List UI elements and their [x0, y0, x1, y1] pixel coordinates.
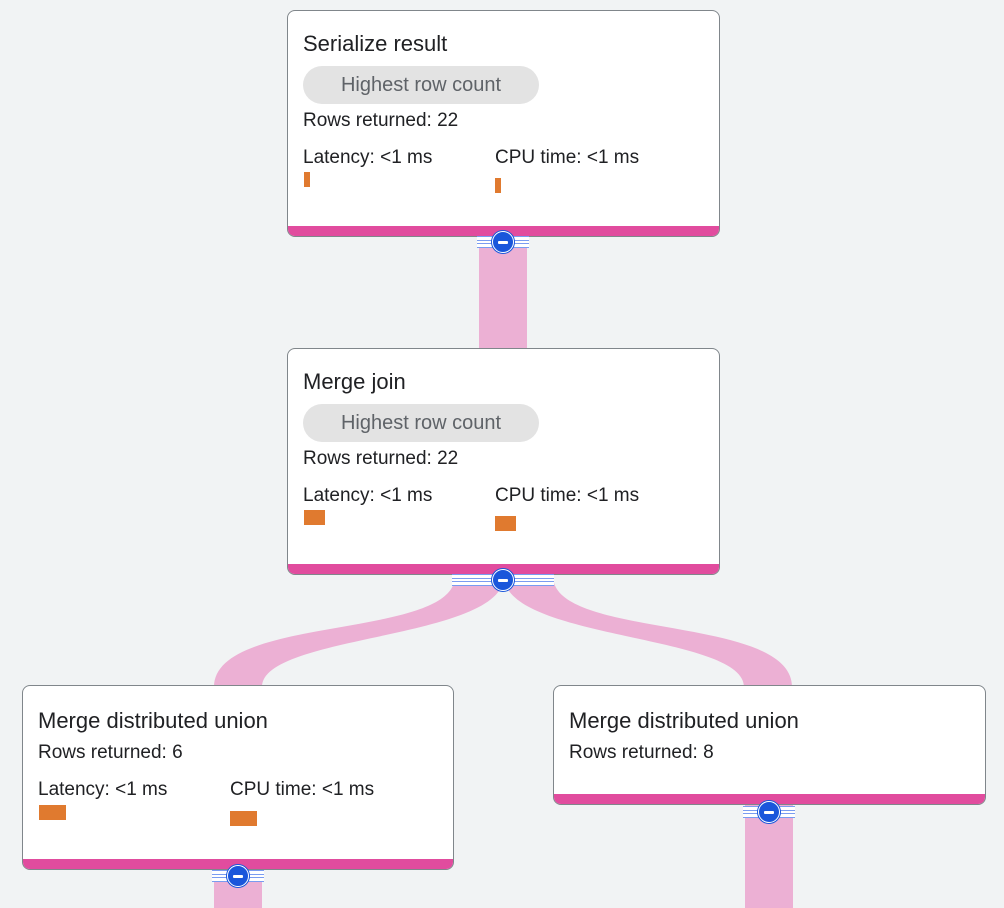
minus-circle-icon — [492, 231, 514, 253]
cpu-time-bar — [230, 811, 257, 826]
highest-row-count-badge: Highest row count — [303, 404, 539, 442]
cpu-time-bar — [495, 516, 516, 531]
rows-returned: Rows returned: 8 — [569, 742, 714, 763]
latency-bar — [304, 172, 310, 187]
flow-merge-join-to-union-left — [214, 576, 504, 687]
node-accent-band — [554, 794, 985, 804]
node-title: Merge distributed union — [569, 708, 799, 733]
plan-node-merge-distributed-union-left[interactable]: Merge distributed union Rows returned: 6… — [22, 685, 454, 870]
minus-circle-icon — [492, 569, 514, 591]
rows-returned: Rows returned: 22 — [303, 448, 459, 469]
minus-circle-icon — [758, 801, 780, 823]
rows-returned: Rows returned: 6 — [38, 742, 183, 763]
latency-label: Latency: <1 ms — [303, 147, 433, 168]
collapse-button[interactable] — [743, 800, 795, 824]
node-title: Merge join — [303, 369, 406, 394]
plan-node-serialize-result[interactable]: Serialize result Highest row count Rows … — [287, 10, 720, 237]
collapse-button[interactable] — [477, 230, 529, 254]
node-title: Merge distributed union — [38, 708, 268, 733]
cpu-time-label: CPU time: <1 ms — [495, 147, 640, 168]
flow-serialize-to-merge-join — [479, 236, 527, 350]
cpu-time-bar — [495, 178, 501, 193]
node-title: Serialize result — [303, 31, 448, 56]
node-accent-band — [23, 859, 453, 869]
latency-label: Latency: <1 ms — [303, 485, 433, 506]
plan-node-merge-join[interactable]: Merge join Highest row count Rows return… — [287, 348, 720, 575]
plan-node-merge-distributed-union-right[interactable]: Merge distributed union Rows returned: 8 — [553, 685, 986, 805]
latency-label: Latency: <1 ms — [38, 779, 168, 800]
rows-returned: Rows returned: 22 — [303, 110, 459, 131]
minus-circle-icon — [227, 865, 249, 887]
flow-merge-join-to-union-right — [504, 576, 792, 687]
latency-bar — [39, 805, 66, 820]
highest-row-count-badge: Highest row count — [303, 66, 539, 104]
cpu-time-label: CPU time: <1 ms — [495, 485, 640, 506]
latency-bar — [304, 510, 325, 525]
collapse-button[interactable] — [452, 568, 554, 592]
collapse-button[interactable] — [212, 864, 264, 888]
cpu-time-label: CPU time: <1 ms — [230, 779, 375, 800]
